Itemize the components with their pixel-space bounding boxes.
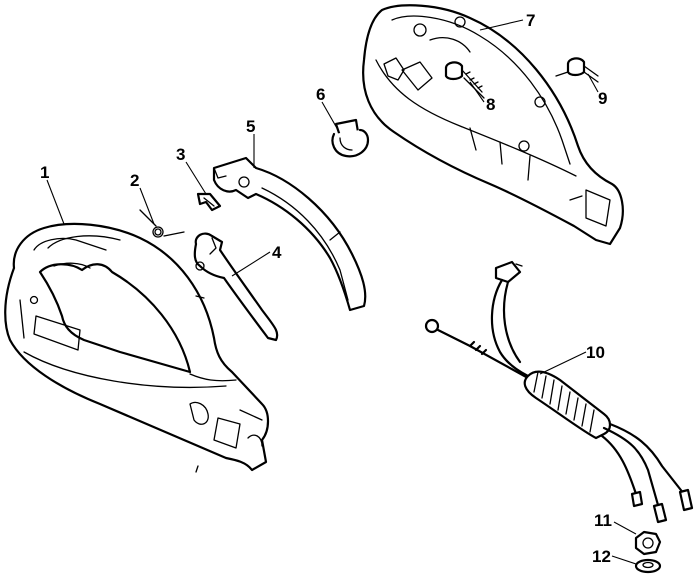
callout-7: 7 [526,11,535,30]
leader-8 [469,81,485,103]
part-4-lever [193,232,279,342]
leader-3 [185,161,207,195]
part-12-washer [634,558,662,574]
callout-12: 12 [592,547,611,566]
part-7-rear-housing [362,4,624,246]
callout-8: 8 [486,95,495,114]
callout-labels: 1 2 3 4 5 6 7 8 9 10 11 12 [40,11,612,566]
part-5-curved-arm [212,156,367,312]
leader-9 [587,73,599,93]
callout-11: 11 [594,511,612,530]
callout-6: 6 [316,85,325,104]
leader-11 [613,521,637,535]
callout-1: 1 [40,163,49,182]
leader-lines [46,19,637,565]
leader-10 [539,351,587,375]
callout-3: 3 [176,145,185,164]
callout-9: 9 [598,89,607,108]
part-2-spring [139,209,185,238]
part-1-housing-half [4,222,270,473]
part-11-nut [634,530,662,556]
part-9-screw [555,57,599,83]
leader-4 [231,251,271,277]
callout-5: 5 [246,117,255,136]
callout-2: 2 [130,171,139,190]
leader-7 [479,19,524,31]
leader-2 [139,187,155,225]
callout-4: 4 [272,243,282,262]
leader-12 [611,555,637,565]
part-10-cable-assembly [424,260,694,524]
leader-1 [46,179,65,225]
callout-10: 10 [586,343,605,362]
leader-6 [321,101,339,131]
part-6-clamp [331,118,370,158]
part-3-clip [196,192,222,212]
